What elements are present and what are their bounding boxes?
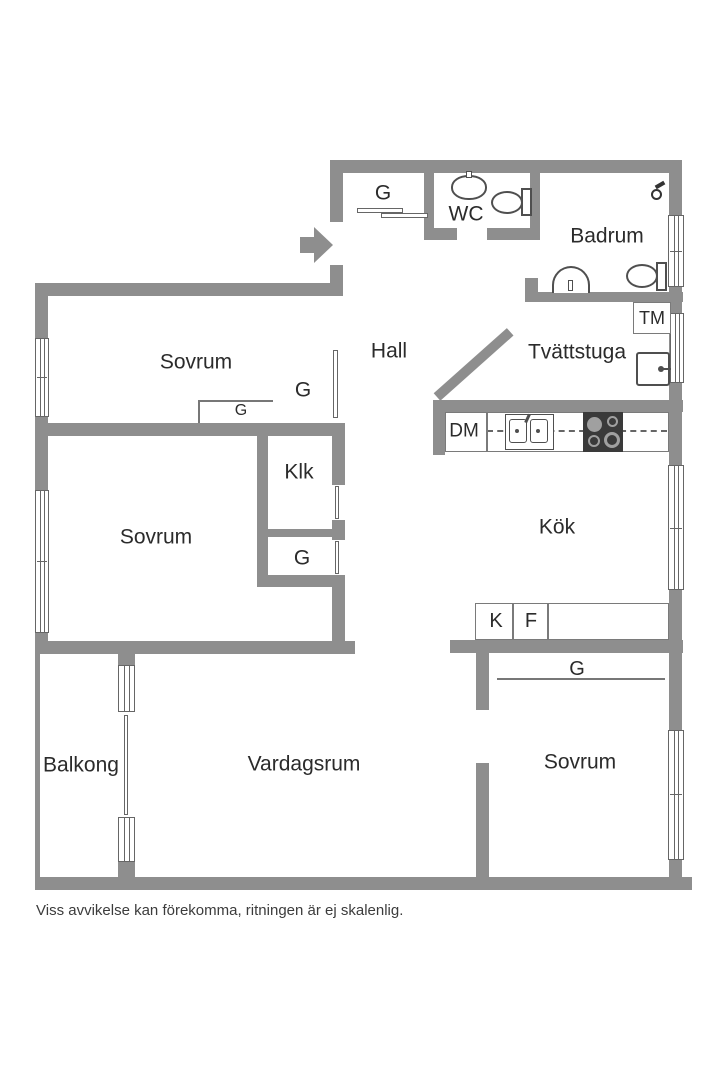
freezer-box — [513, 603, 548, 640]
wall-hall-left-mid — [332, 520, 345, 540]
wall-closet-bottom — [257, 575, 345, 587]
sink-drain-left-icon — [515, 429, 519, 433]
wall-wc-bottom-right — [487, 228, 540, 240]
window-sovrum-middle — [35, 490, 49, 633]
window-kok — [668, 465, 684, 590]
burner-icon — [604, 432, 620, 448]
burner-icon — [588, 435, 600, 447]
wall-vardagsrum-top — [35, 641, 355, 654]
window-sovrum-bottom — [668, 730, 684, 860]
wc-sink-icon — [451, 175, 487, 200]
wall-outer-bottom — [35, 877, 692, 890]
label-hall: Hall — [370, 339, 408, 363]
wall-bedroom-door-stub — [476, 653, 489, 710]
burner-icon — [607, 416, 618, 427]
shower-mixer-icon — [651, 189, 662, 200]
label-sovrum-bottom: Sovrum — [543, 750, 617, 774]
label-fridge: K — [489, 610, 503, 632]
burner-icon — [587, 417, 602, 432]
shower-mixer-handle-icon — [654, 180, 666, 190]
wall-hall-left-lower — [332, 575, 345, 654]
label-klk: Klk — [284, 460, 314, 484]
sink-bowl-right-icon — [530, 419, 548, 443]
wc-toilet-tank-icon — [521, 188, 532, 216]
sink-bowl-left-icon — [509, 419, 527, 443]
wall-entrance-upper-jamb — [330, 160, 343, 222]
label-sovrum-middle: Sovrum — [119, 525, 193, 549]
wardrobe-line-sovrum-top — [198, 400, 273, 402]
sink-drain-right-icon — [536, 429, 540, 433]
wall-vardagsrum-sovrum-divider — [476, 763, 489, 877]
label-vardagsrum: Vardagsrum — [247, 752, 361, 776]
closet-door-leaf-lower — [335, 541, 339, 574]
label-wardrobe-bedroom: G — [569, 658, 585, 680]
wall-klk-left — [257, 423, 268, 587]
wall-badrum-door-stub — [525, 278, 538, 292]
label-balkong: Balkong — [43, 753, 119, 777]
balcony-door-leaf — [124, 715, 128, 815]
wall-upper-left-horizontal — [35, 283, 343, 296]
badrum-toilet-tank-icon — [656, 262, 667, 291]
wall-kitchen-top — [433, 400, 683, 412]
wall-closet-wc-divider — [424, 173, 434, 228]
wall-badrum-bottom — [525, 292, 683, 302]
counter-dash-line — [487, 430, 667, 432]
window-balcony-lower — [118, 817, 135, 862]
badrum-sink-tap-icon — [568, 280, 573, 291]
wall-kitchen-bottom — [450, 640, 683, 653]
label-washing-machine: TM — [639, 308, 665, 328]
wardrobe-line-sovrum-bottom — [497, 678, 665, 680]
wardrobe-line-tick — [198, 400, 200, 423]
kitchen-sink-icon — [505, 413, 554, 450]
label-dishwasher: DM — [449, 420, 479, 442]
window-sovrum-top — [35, 338, 49, 417]
stove-icon — [583, 412, 623, 452]
entrance-arrow-icon — [300, 237, 316, 253]
window-badrum — [668, 215, 684, 287]
wc-sink-tap-icon — [466, 171, 472, 178]
counter-divider — [486, 413, 488, 451]
label-hall-closet: G — [374, 181, 392, 205]
label-kok: Kök — [538, 515, 576, 539]
wall-wc-bottom-left — [424, 228, 457, 240]
closet-door-leaf-upper — [333, 350, 338, 418]
kitchen-counter — [445, 412, 669, 452]
sliding-door-back — [381, 213, 428, 218]
window-tvattstuga — [670, 313, 684, 383]
fridge-box — [475, 603, 513, 640]
klk-door-leaf — [335, 486, 339, 519]
badrum-toilet-bowl-icon — [626, 264, 658, 288]
label-closet-lower: G — [293, 546, 311, 570]
wall-wc-badrum-divider — [530, 173, 540, 240]
laundry-sink-drain-icon — [658, 366, 664, 372]
wall-kitchen-left — [433, 400, 445, 455]
kitchen-cabinet-box — [548, 603, 669, 640]
wc-toilet-bowl-icon — [491, 191, 523, 214]
wall-balcony-stub-bottom — [118, 862, 135, 877]
disclaimer-text: Viss avvikelse kan förekomma, ritningen … — [36, 902, 404, 919]
label-freezer: F — [524, 610, 538, 632]
wall-balcony-railing-left — [35, 654, 40, 877]
wall-diagonal-tvattstuga — [433, 328, 514, 401]
label-tvattstuga: Tvättstuga — [527, 340, 627, 364]
label-sovrum-top: Sovrum — [159, 350, 233, 374]
entrance-arrow-head-icon — [314, 227, 333, 263]
sliding-door-front — [357, 208, 403, 213]
label-wardrobe-small: G — [234, 402, 248, 419]
wall-balcony-stub-top — [118, 654, 135, 665]
wall-outer-top — [330, 160, 682, 173]
wall-klk-bottom — [257, 529, 332, 537]
washing-machine-box — [633, 302, 671, 334]
window-balcony-upper — [118, 665, 135, 712]
wall-hall-left-upper — [332, 436, 345, 485]
wall-sovrum-top-bottom — [35, 423, 345, 436]
label-closet-upper: G — [294, 378, 312, 402]
label-badrum: Badrum — [570, 224, 644, 248]
label-wc: WC — [448, 202, 484, 226]
laundry-sink-tap-icon — [663, 368, 671, 370]
